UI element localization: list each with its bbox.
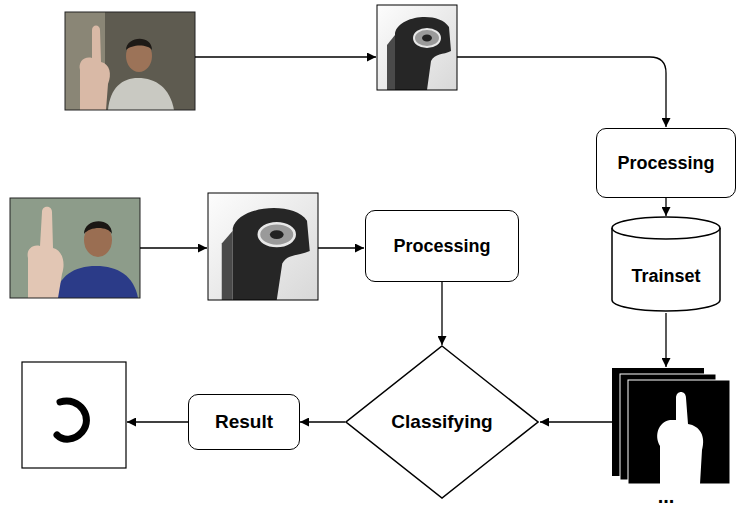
flow-arrow: [540, 421, 612, 422]
ellipsis-mark: ...: [658, 486, 675, 506]
person-photo: [10, 198, 140, 298]
flow-arrow: [665, 313, 666, 367]
process-box: Processing: [365, 210, 519, 282]
node-label: Result: [215, 411, 273, 433]
flow-arrow: [665, 198, 666, 216]
flow-arrow: [140, 247, 207, 248]
webcam-image: [377, 5, 457, 90]
node-label: Trainset: [631, 266, 700, 287]
person-photo: [65, 12, 195, 110]
flow-arrow: [457, 57, 666, 127]
node-label: Classifying: [391, 411, 492, 433]
flow-arrow: [300, 421, 345, 422]
flow-arrow: [195, 56, 376, 57]
node-label: Processing: [617, 153, 714, 174]
flow-arrow: [441, 282, 442, 345]
node-label: Processing: [393, 236, 490, 257]
output-symbol: [22, 362, 126, 468]
cylinder-body: [612, 217, 720, 311]
flow-arrow: [318, 247, 364, 248]
flow-arrow: [127, 421, 188, 422]
diamond-shape: [346, 346, 538, 498]
cylinder-rim: [612, 228, 720, 239]
cylinder-outline: [611, 216, 721, 312]
training-images: [612, 368, 730, 484]
database-cylinder: Trainset: [611, 216, 721, 312]
process-box: Processing: [596, 128, 736, 198]
decision-diamond: Classifying: [345, 345, 539, 499]
webcam-image: [208, 193, 318, 300]
result-box: Result: [188, 394, 300, 450]
